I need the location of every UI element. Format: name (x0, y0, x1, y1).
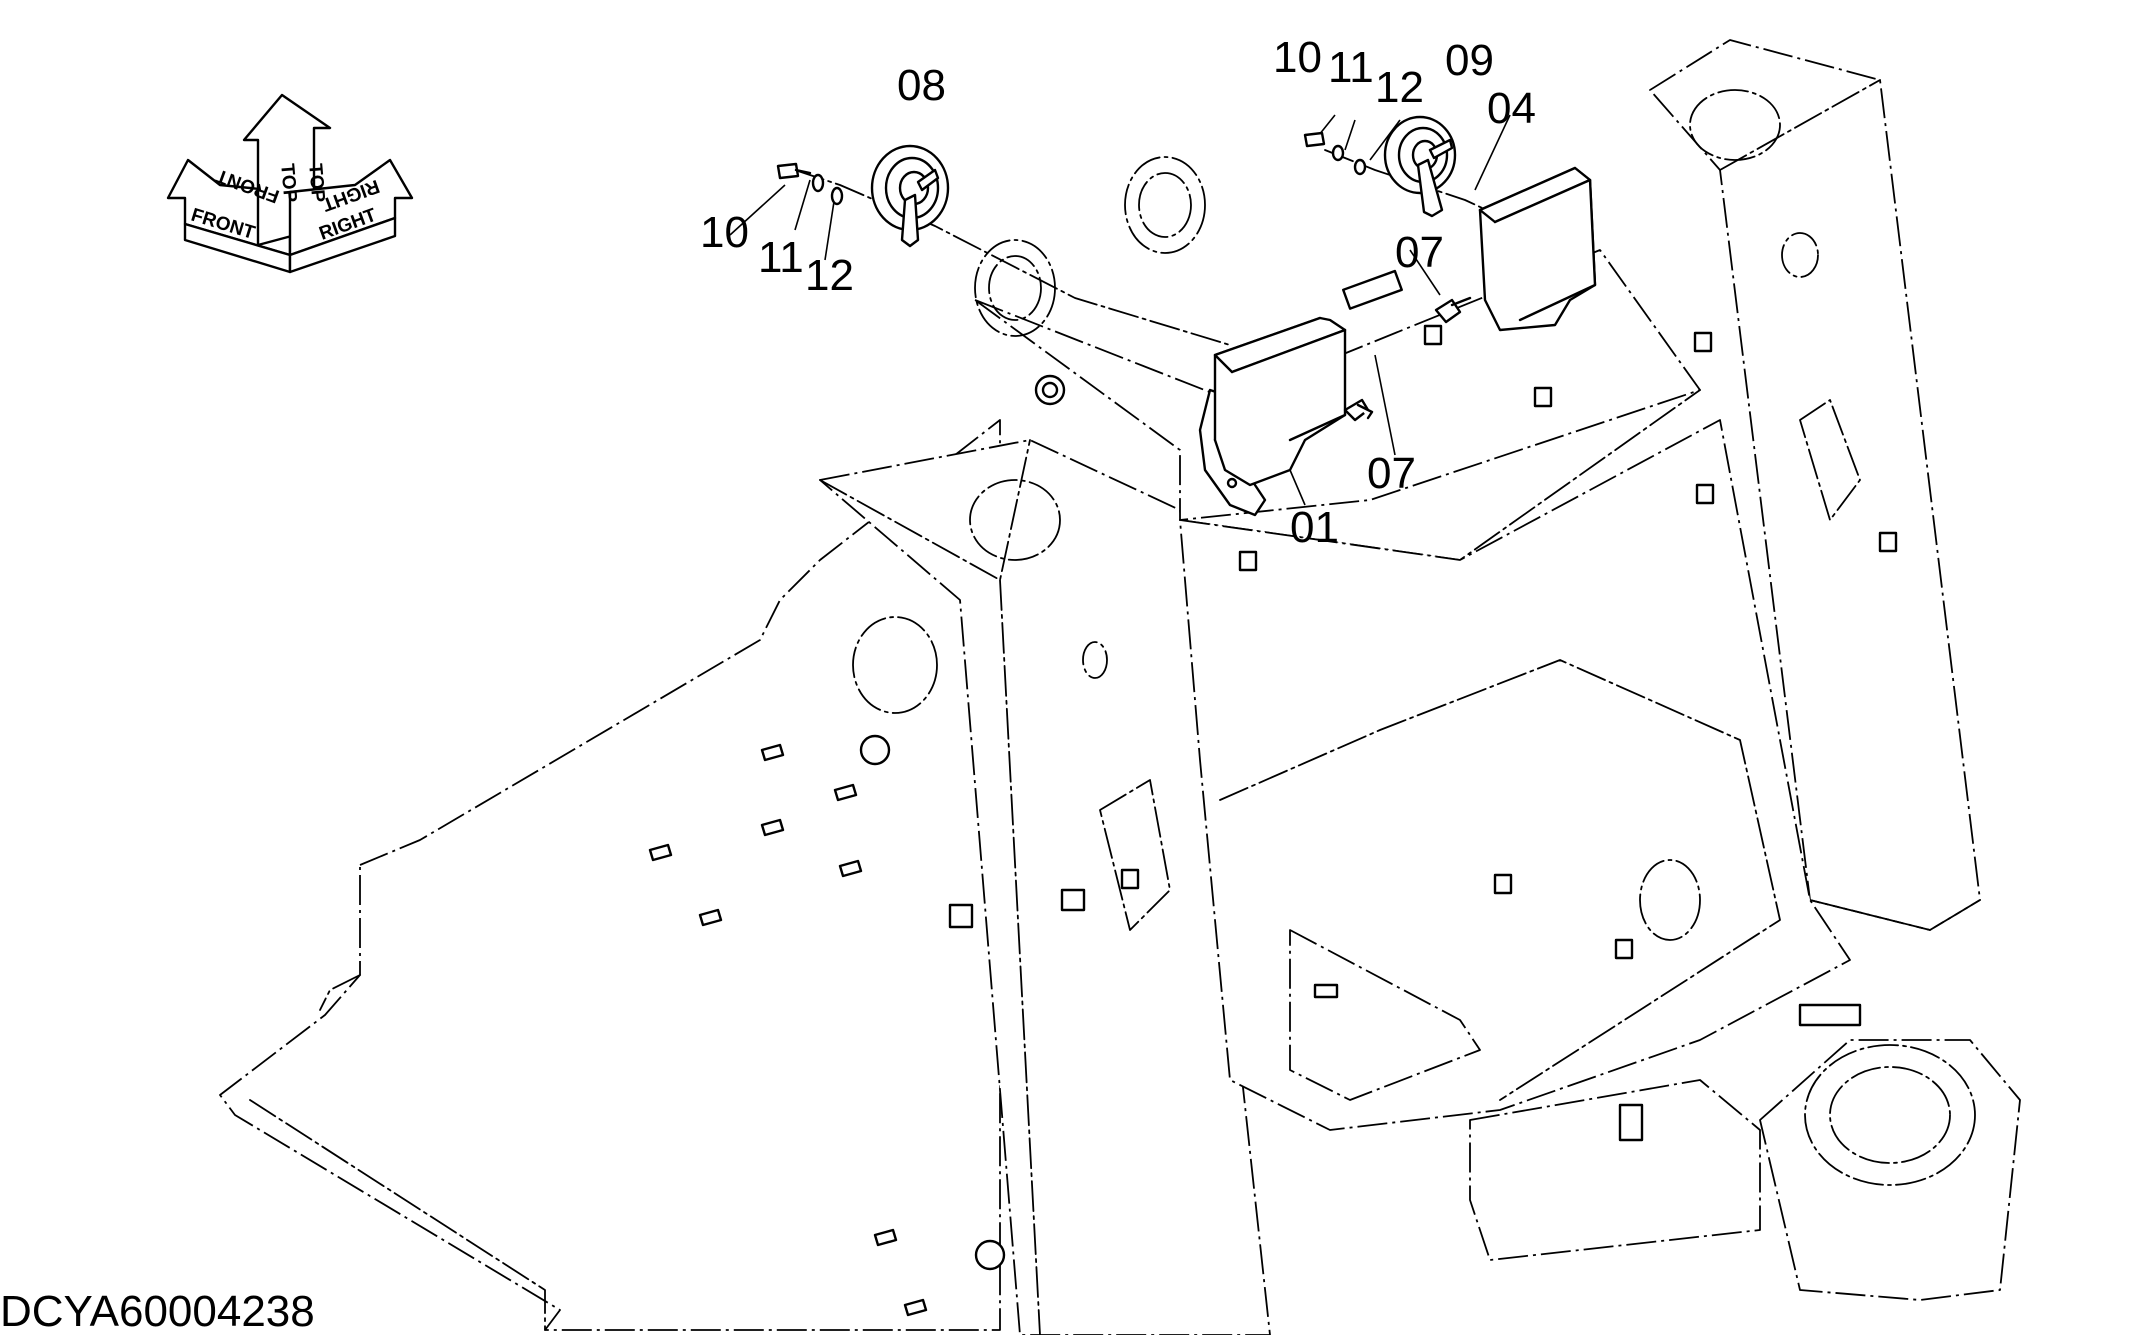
bolt (873, 1228, 898, 1247)
horn-08 (870, 144, 950, 248)
stud (1695, 483, 1715, 505)
document-id: DCYA60004238 (0, 1287, 315, 1336)
left-side-plate (219, 419, 1001, 1331)
lower-frame (1179, 419, 1851, 1131)
bracket-01 (1198, 316, 1374, 517)
bracket-04 (1434, 166, 1597, 332)
swivel-base (1759, 1039, 2021, 1301)
clip (1618, 1103, 1644, 1142)
bolt (760, 743, 785, 762)
bushing (974, 1239, 1006, 1271)
bolt-10-right (1303, 131, 1326, 148)
stud (1493, 873, 1513, 895)
callout-07-right: 07 (1395, 228, 1444, 277)
callout-labels: 08 10 11 12 10 11 12 09 04 07 07 01 (700, 33, 1536, 552)
callout-09: 09 (1445, 36, 1494, 85)
stud (1878, 531, 1898, 553)
frame-hardware (648, 269, 1898, 1317)
horn-right-assembly (1303, 115, 1457, 218)
right-arrow (288, 158, 414, 257)
stud (1423, 324, 1443, 346)
stud (1120, 868, 1140, 890)
machine-frame (219, 39, 2021, 1335)
bolt (698, 908, 723, 927)
callout-10-right: 10 (1273, 33, 1322, 82)
callout-08: 08 (897, 61, 946, 110)
washer-11-left (811, 173, 825, 193)
clip (948, 903, 974, 929)
bolt (903, 1298, 928, 1317)
clip (1060, 888, 1086, 912)
callout-10-left: 10 (700, 208, 749, 257)
bolt (833, 783, 858, 802)
stud (1533, 386, 1553, 408)
washer-12-left (830, 186, 844, 206)
orientation-indicator: FRONT FRONT TOP TOP RIGHT RIGHT (166, 93, 414, 274)
bolt-10-left (776, 162, 800, 180)
left-column (819, 439, 1271, 1335)
callout-11-left: 11 (758, 233, 804, 282)
callout-12-right: 12 (1375, 63, 1424, 112)
stud (1693, 331, 1713, 353)
top-label-side: TOP (304, 163, 328, 204)
callout-11-right: 11 (1328, 43, 1374, 92)
stud (1238, 550, 1258, 572)
clip (1798, 1003, 1862, 1027)
bolt (648, 843, 673, 862)
bushing (1041, 381, 1059, 399)
lower-block (1469, 1079, 1761, 1261)
top-label: TOP (276, 163, 300, 204)
shaft (1342, 269, 1403, 310)
callout-07-left: 07 (1367, 449, 1416, 498)
stud (1614, 938, 1634, 960)
washer-12-right (1353, 158, 1367, 176)
bolt (760, 818, 785, 837)
stud (1313, 983, 1339, 999)
bolt (838, 859, 863, 878)
horn-09 (1383, 115, 1457, 218)
bushing (859, 734, 891, 766)
callout-04: 04 (1487, 84, 1536, 133)
washer-11-right (1331, 144, 1345, 162)
lower-bracket (1289, 929, 1481, 1101)
callout-12-left: 12 (805, 251, 854, 300)
horn-left-assembly (776, 144, 950, 248)
callout-01: 01 (1290, 503, 1339, 552)
